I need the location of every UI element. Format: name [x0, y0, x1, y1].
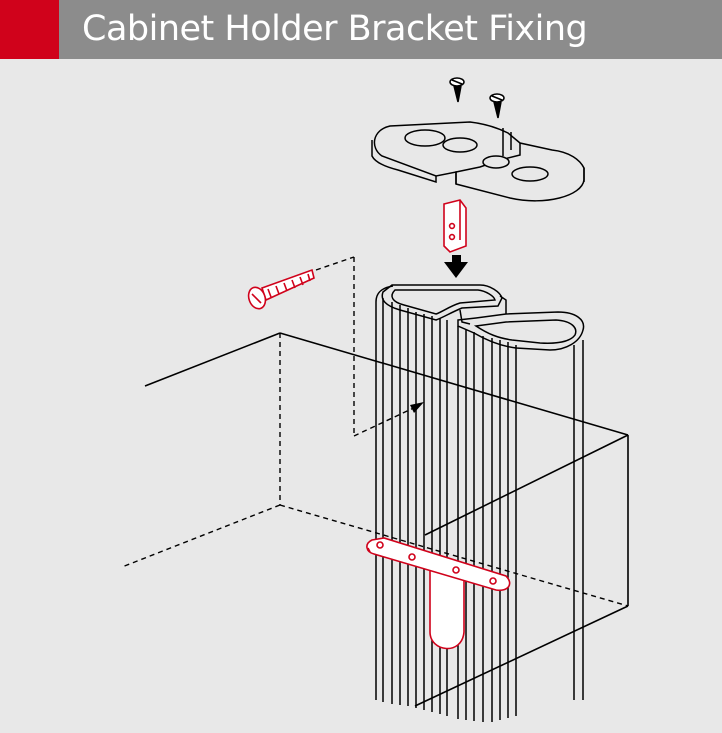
vertical-profile: [375, 284, 585, 722]
top-cap-plate: [371, 121, 585, 202]
page-title: Cabinet Holder Bracket Fixing: [82, 9, 588, 49]
screw-icon: [489, 93, 505, 119]
cabinet-hidden-edges: [121, 256, 629, 607]
fixing-bolt: [247, 268, 315, 310]
assembly-diagram: [121, 77, 629, 722]
down-arrow-icon: [444, 255, 468, 278]
bolt-direction-arrow: [410, 402, 424, 413]
title-accent-block: [0, 0, 59, 59]
cap-insert: [443, 199, 467, 253]
holder-bracket: [366, 537, 511, 650]
screw-icon: [449, 77, 465, 103]
cabinet-outline: [144, 332, 629, 707]
title-bar: Cabinet Holder Bracket Fixing: [0, 0, 722, 59]
